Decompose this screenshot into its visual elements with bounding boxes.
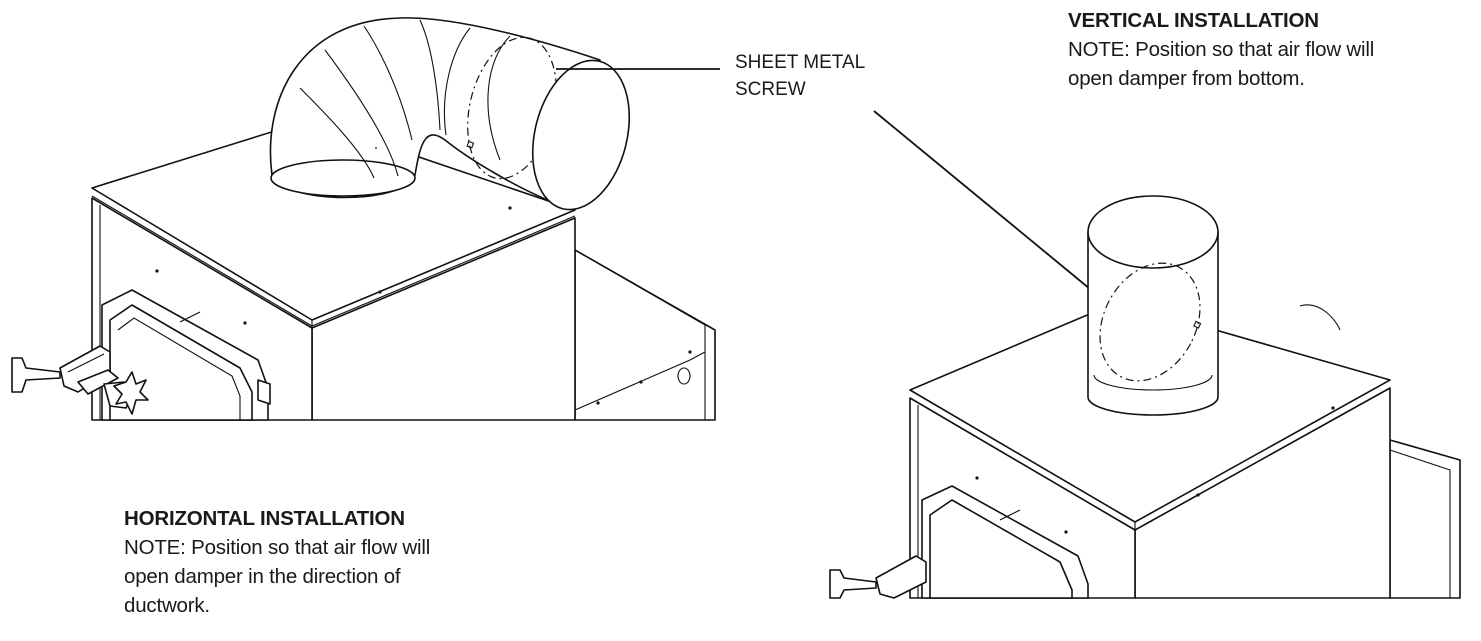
- horizontal-furnace-drawing: [11, 17, 716, 421]
- horizontal-note-line-3: ductwork.: [124, 594, 210, 617]
- vertical-installation-text: VERTICAL INSTALLATION NOTE: Position so …: [1068, 6, 1374, 93]
- horizontal-note-line-2: open damper in the direction of: [124, 565, 401, 588]
- screw-leader-line-right: [873, 110, 1091, 290]
- vertical-note-line-2: open damper from bottom.: [1068, 67, 1305, 90]
- vertical-installation-heading: VERTICAL INSTALLATION: [1068, 9, 1319, 32]
- horizontal-installation-text: HORIZONTAL INSTALLATION NOTE: Position s…: [124, 504, 430, 620]
- horizontal-installation-heading: HORIZONTAL INSTALLATION: [124, 507, 405, 530]
- vertical-note-line-1: NOTE: Position so that air flow will: [1068, 38, 1375, 61]
- callout-line-2: SCREW: [735, 79, 806, 100]
- vertical-furnace-drawing: [829, 195, 1461, 599]
- horizontal-note-line-1: NOTE: Position so that air flow will: [124, 536, 431, 559]
- sheet-metal-screw-callout: SHEET METAL SCREW: [735, 49, 865, 103]
- callout-line-1: SHEET METAL: [735, 52, 866, 73]
